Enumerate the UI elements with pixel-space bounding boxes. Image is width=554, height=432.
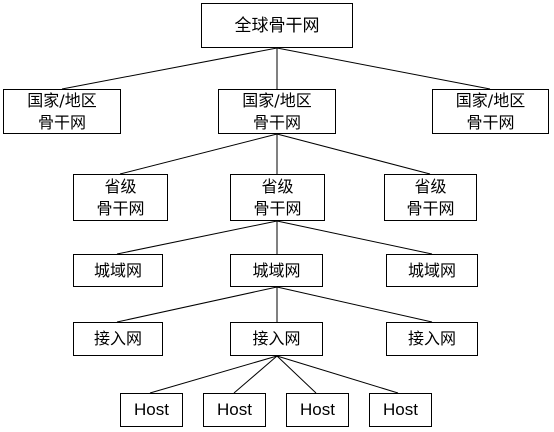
host-box-1: Host	[120, 393, 183, 427]
access-network-box-right: 接入网	[386, 322, 478, 356]
national-backbone-box-right: 国家/地区 骨干网	[432, 89, 549, 134]
global-backbone-box: 全球骨干网	[201, 3, 353, 48]
connector-national-to-provincial-left	[119, 133, 278, 175]
access-network-label: 接入网	[93, 329, 142, 348]
access-network-label: 接入网	[252, 329, 301, 348]
provincial-backbone-label-line2: 骨干网	[253, 198, 302, 218]
national-backbone-label-line1: 国家/地区	[27, 90, 97, 110]
host-label: Host	[300, 400, 335, 419]
provincial-backbone-label-line1: 省级	[414, 176, 447, 196]
metro-network-label: 城域网	[93, 260, 142, 280]
connector-access-to-host-1	[149, 355, 278, 394]
access-network-box-left: 接入网	[73, 322, 163, 356]
provincial-backbone-label-line2: 骨干网	[406, 198, 455, 218]
host-label: Host	[383, 400, 418, 419]
national-backbone-label-line1: 国家/地区	[455, 90, 526, 110]
connector-national-to-provincial-right	[276, 133, 431, 175]
connector-access-to-host-2	[233, 355, 278, 394]
connector-access-to-host-3	[276, 355, 317, 394]
metro-network-label: 城域网	[252, 260, 301, 280]
national-backbone-label-line2: 骨干网	[466, 112, 515, 132]
host-box-2: Host	[203, 393, 266, 427]
access-network-label: 接入网	[407, 329, 456, 348]
provincial-backbone-label-line1: 省级	[261, 176, 294, 196]
connector-provincial-to-metro-right	[276, 220, 433, 255]
connector-metro-to-access-left	[116, 286, 278, 323]
host-box-3: Host	[286, 393, 349, 427]
national-backbone-box-center: 国家/地区 骨干网	[218, 89, 336, 134]
connector-global-to-national-left	[61, 47, 278, 90]
national-backbone-box-left: 国家/地区 骨干网	[3, 89, 121, 134]
connector-metro-to-access-right	[276, 286, 433, 323]
national-backbone-label-line1: 国家/地区	[242, 90, 312, 110]
host-label: Host	[134, 400, 169, 419]
metro-network-label: 城域网	[407, 260, 456, 280]
provincial-backbone-box-right: 省级 骨干网	[384, 174, 477, 221]
access-network-box-center: 接入网	[230, 322, 323, 356]
provincial-backbone-box-left: 省级 骨干网	[73, 174, 168, 221]
connector-provincial-to-metro-left	[116, 220, 278, 255]
provincial-backbone-box-center: 省级 骨干网	[230, 174, 325, 221]
connector-access-to-host-4	[276, 355, 399, 394]
national-backbone-label-line2: 骨干网	[37, 112, 86, 132]
global-backbone-label: 全球骨干网	[234, 15, 320, 36]
provincial-backbone-label-line2: 骨干网	[96, 198, 145, 218]
host-label: Host	[217, 400, 252, 419]
provincial-backbone-label-line1: 省级	[104, 176, 137, 196]
metro-network-box-left: 城域网	[73, 254, 163, 287]
national-backbone-label-line2: 骨干网	[252, 112, 301, 132]
connector-global-to-national-right	[276, 47, 491, 90]
host-box-4: Host	[369, 393, 432, 427]
metro-network-box-center: 城域网	[230, 254, 323, 287]
metro-network-box-right: 城域网	[386, 254, 478, 287]
